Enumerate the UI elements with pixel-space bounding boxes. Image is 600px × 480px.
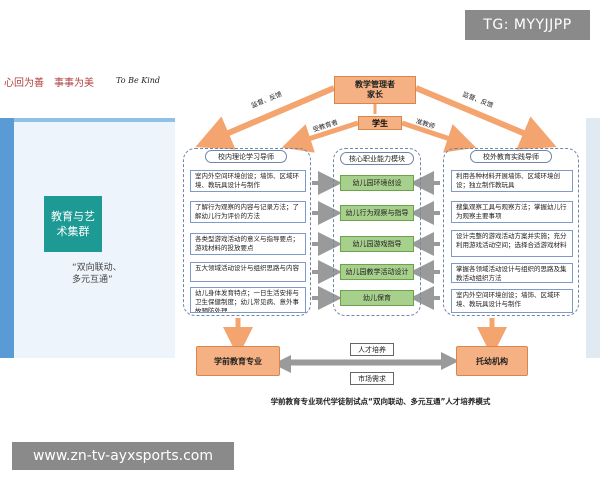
parent-label: 家长: [367, 90, 383, 99]
right-item-3: 设计完整的游戏活动方案并实施；充分利用游戏活动空间；选择合适游戏材料: [451, 230, 573, 257]
left-item-3: 各类型游戏活动的意义与指导要点；游戏材料的投放要点: [190, 233, 306, 255]
market-demand-label: 市场需求: [350, 372, 394, 385]
left-slide-quote: “双向联动、 多元互通”: [72, 263, 122, 285]
watermark-badge-top: TG: MYYJJPP: [465, 10, 590, 40]
left-mentor-group: [183, 148, 311, 316]
middle-item-1: 幼儿园环境创设: [340, 175, 414, 191]
diagram-caption: 学前教育专业现代学徒制试点“双向联动、多元互通”人才培养模式: [270, 397, 491, 406]
arrow-top-to-left: [195, 85, 336, 150]
left-item-2: 了解行为观察的内容与记录方法；了解幼儿行为评价的方法: [190, 201, 306, 223]
right-slide-strip: [586, 118, 600, 358]
watermark-badge-bottom: www.zn-tv-ayxsports.com: [12, 442, 234, 470]
left-item-4: 五大领域活动设计与组织思路与内容: [190, 262, 306, 282]
right-item-4: 掌握各领域活动设计与组织的思路及集教活动组织方法: [451, 263, 573, 283]
left-slide-accent-bar: [0, 118, 14, 358]
left-banner-english: To Be Kind: [116, 76, 161, 85]
arrow-student-to-right: [401, 120, 477, 153]
right-item-2: 搜集观察工具与观察方法；掌握幼儿行为观察主要事项: [451, 201, 573, 223]
left-slide-banner: [0, 70, 175, 90]
core-ability-group: [333, 148, 421, 316]
middle-item-4: 幼儿园教学活动设计: [340, 264, 414, 280]
left-banner-calligraphy: 心回为善 事事为美: [4, 78, 94, 89]
link-arrows: [312, 171, 440, 310]
student-box: 学生: [358, 116, 402, 130]
arrow-student-to-left: [281, 120, 359, 153]
arrow-top-to-right: [414, 85, 557, 150]
manager-label: 教学管理者: [355, 80, 395, 89]
left-item-5: 幼儿身体发育特点；一日生活安排与卫生保健制度；幼儿常见病、意外事故预防处理: [190, 287, 306, 313]
middle-item-3: 幼儿园游戏指导: [340, 236, 414, 252]
manager-parent-box: 教学管理者 家长: [334, 76, 416, 104]
preschool-major-box: 学前教育专业: [196, 346, 280, 376]
right-item-1: 利用各种材料开展墙饰、区域环境创设；独立制作教玩具: [451, 170, 573, 192]
left-slide-topline: [14, 118, 175, 122]
left-item-1: 室内外空间环境创设；墙饰、区域环境、教玩具设计与制作: [190, 170, 306, 192]
left-group-title: 校内理论学习导师: [205, 150, 287, 163]
talent-training-label: 人才培养: [350, 343, 394, 356]
right-mentor-group: [443, 148, 579, 316]
middle-item-2: 幼儿行为观察与指导: [340, 205, 414, 221]
middle-item-5: 幼儿保育: [340, 290, 414, 306]
childcare-institution-box: 托幼机构: [456, 346, 528, 376]
middle-group-title: 核心职业能力模块: [340, 152, 414, 165]
left-slide-title-box: 教育与艺术集群: [44, 196, 102, 252]
right-item-5: 室内外空间环境创设；墙饰、区域环境、教玩具设计与制作: [451, 289, 573, 313]
right-group-title: 校外教育实践导师: [470, 150, 552, 163]
